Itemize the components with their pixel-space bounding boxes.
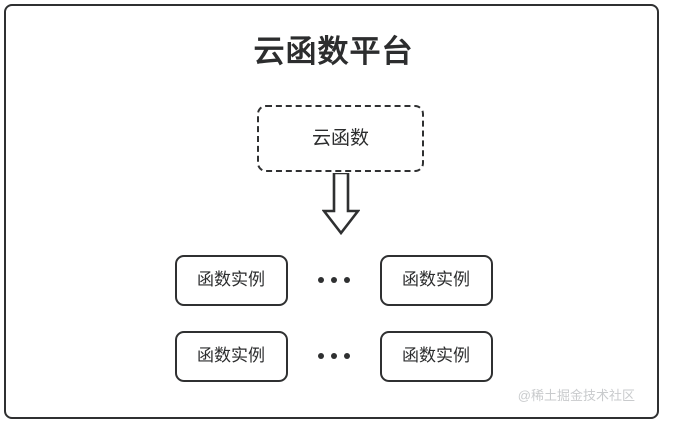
- ellipsis-dot: [343, 277, 350, 283]
- cloud-function-label: 云函数: [311, 127, 369, 149]
- ellipsis-dot: [317, 277, 324, 283]
- function-instance-node[interactable]: 函数实例: [379, 254, 493, 306]
- cloud-function-node[interactable]: 云函数: [257, 105, 424, 172]
- arrow-down-icon: [322, 173, 360, 237]
- function-instance-label: 函数实例: [402, 270, 470, 289]
- function-instance-node[interactable]: 函数实例: [379, 330, 493, 382]
- instance-row-1: 函数实例 函数实例: [6, 254, 661, 306]
- page-title: 云函数平台: [253, 34, 414, 69]
- function-instance-label: 函数实例: [197, 346, 265, 365]
- ellipsis-dot: [343, 353, 350, 359]
- function-instance-label: 函数实例: [402, 346, 470, 365]
- ellipsis-dot: [330, 353, 337, 359]
- ellipsis-icon: [288, 353, 380, 359]
- ellipsis-icon: [288, 277, 380, 283]
- function-instance-node[interactable]: 函数实例: [174, 254, 288, 306]
- function-instance-label: 函数实例: [197, 270, 265, 289]
- instance-row-2: 函数实例 函数实例: [6, 330, 661, 382]
- watermark: @稀土掘金技术社区: [517, 388, 635, 403]
- ellipsis-dot: [317, 353, 324, 359]
- ellipsis-dot: [330, 277, 337, 283]
- cloud-function-platform-container: 云函数平台 云函数 函数实例 函数实例 函数实例: [4, 4, 659, 419]
- function-instance-node[interactable]: 函数实例: [174, 330, 288, 382]
